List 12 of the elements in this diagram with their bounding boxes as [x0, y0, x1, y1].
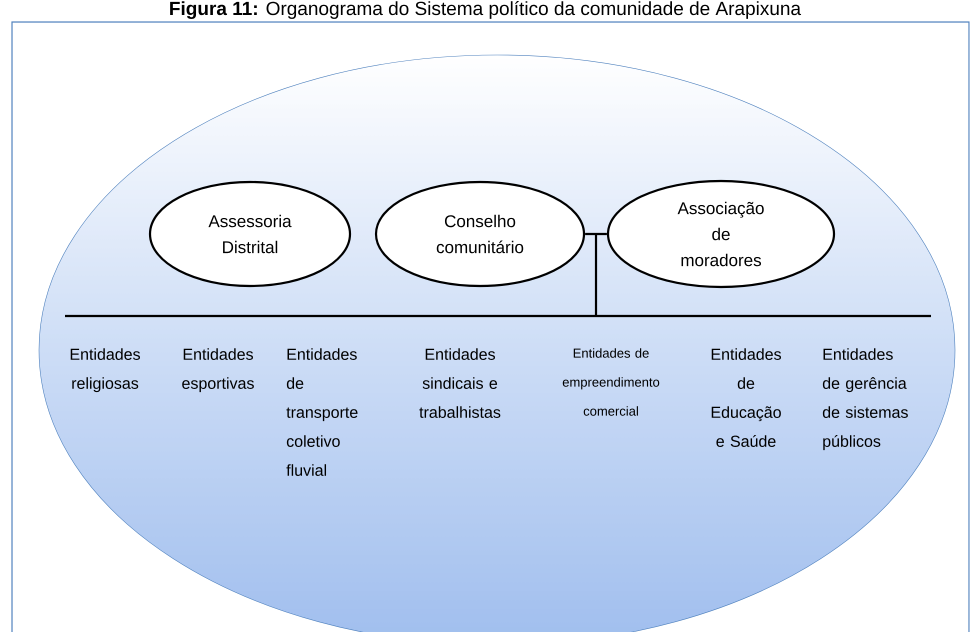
entity-label: Entidades de transporte coletivo fluvial [286, 348, 358, 476]
ellipse-node: Associação de moradores [606, 180, 836, 288]
connector-line [585, 232, 607, 236]
entity-label: Entidades religiosas [70, 348, 140, 392]
entity-label: Entidades esportivas [182, 348, 254, 392]
entity-label: Entidades de Educação e Saúde [712, 348, 781, 447]
entity-label: Entidades de gerência de sistemas públicos [822, 348, 908, 450]
ellipse-node: Assessoria Distrital [148, 180, 352, 288]
figure-title: Figura 11: Organograma do Sistema político da comunidade de Arapixuna [170, 0, 802, 19]
ellipse-node: Conselho comunitário [374, 180, 586, 288]
entity-label: Entidades de empreendimento comercial [562, 348, 660, 416]
entity-label: Entidades sindicais e trabalhistas [419, 348, 500, 418]
